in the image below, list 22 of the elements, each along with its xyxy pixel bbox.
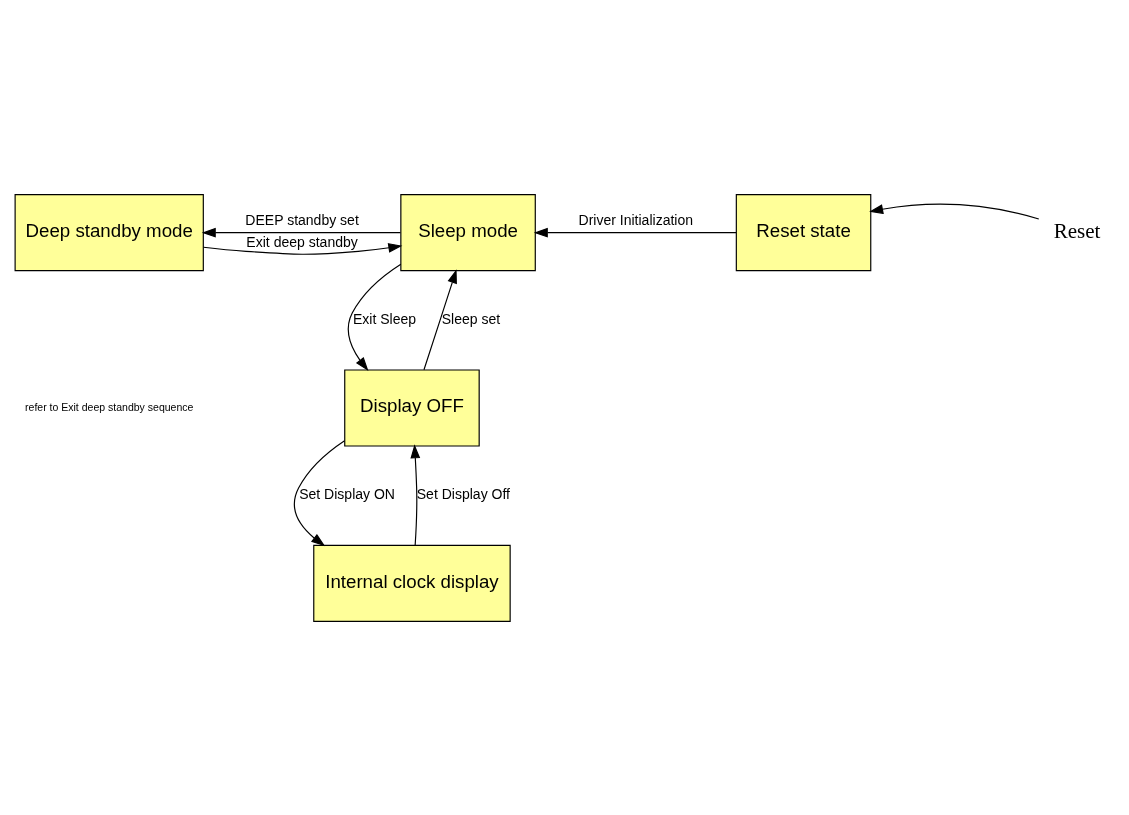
arrow — [347, 263, 402, 371]
edge-label: Driver Initialization — [578, 211, 694, 228]
arrow — [293, 439, 346, 546]
arrow — [201, 227, 402, 238]
node-box: Reset state — [735, 193, 872, 271]
arrow — [423, 268, 457, 370]
node-box: Sleep mode — [400, 193, 536, 271]
edge-label: Set Display Off — [416, 485, 510, 502]
node-text: Reset — [1053, 218, 1101, 243]
label: refer to Exit deep standby sequence — [25, 400, 194, 413]
arrow — [410, 443, 421, 546]
arrow — [533, 227, 737, 238]
node-box: Display OFF — [344, 368, 480, 447]
node-box: Deep standby mode — [14, 193, 204, 271]
edge-label: DEEP standby set — [245, 211, 359, 228]
edge-label: Set Display ON — [299, 485, 395, 502]
edge-label: Sleep set — [441, 310, 501, 327]
edge-label: Exit deep standby — [246, 233, 358, 250]
arrow — [203, 242, 403, 255]
arrow — [869, 203, 1040, 220]
node-box: Internal clock display — [313, 544, 511, 622]
edge-label: Exit Sleep — [352, 310, 417, 327]
